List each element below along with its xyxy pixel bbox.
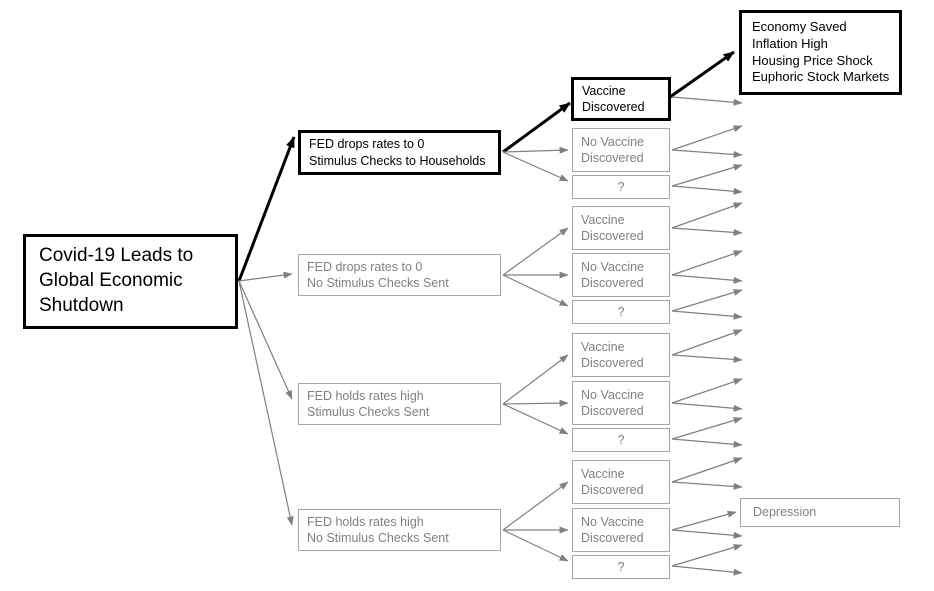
edges-policy4-to-states (502, 481, 569, 562)
edge-state-g2s2-outcome-down (671, 274, 743, 284)
edge-state-g4s3-outcome-down (671, 565, 743, 576)
policy-node-2[interactable]: FED drops rates to 0 No Stimulus Checks … (298, 254, 501, 296)
edge-state-g3s2-outcome-up (671, 378, 743, 404)
edges-root-to-policies (237, 136, 296, 526)
edge-state-g2s1-outcome-up (671, 202, 743, 229)
edge-state-g2s1-outcome-down (671, 227, 743, 236)
vaccine-state-g4-vaccine-discovered[interactable]: Vaccine Discovered (572, 460, 670, 504)
edge-state-g1s2-outcome-down (671, 149, 743, 158)
edge-policy2-state3 (502, 274, 569, 307)
edge-state-g3s3-outcome-down (671, 438, 743, 448)
vaccine-state-g3-vaccine-discovered-label: Vaccine Discovered (581, 339, 644, 370)
edge-root-policy-4 (238, 280, 294, 526)
edge-policy1-state3 (502, 151, 569, 182)
edge-state-g3s2-outcome-down (671, 402, 743, 412)
edge-state-g1s1-outcome-down (671, 96, 743, 106)
edge-state-g2s2-outcome-up (671, 250, 743, 276)
edge-state-g1s3-outcome-down (671, 185, 743, 195)
outcome-node-economy-saved-label: Economy Saved Inflation High Housing Pri… (752, 18, 890, 85)
root-node[interactable]: Covid-19 Leads to Global Economic Shutdo… (23, 234, 238, 329)
edge-policy3-state1 (502, 354, 569, 405)
vaccine-state-g4-no-vaccine-discovered-label: No Vaccine Discovered (581, 514, 644, 545)
edge-state-g4s1-outcome-down (671, 481, 743, 490)
vaccine-state-g3-no-vaccine-discovered[interactable]: No Vaccine Discovered (572, 381, 670, 425)
vaccine-state-g4-no-vaccine-discovered[interactable]: No Vaccine Discovered (572, 508, 670, 552)
vaccine-state-g4-unknown-label: ? (617, 559, 625, 574)
vaccine-state-g3-vaccine-discovered[interactable]: Vaccine Discovered (572, 333, 670, 377)
edge-policy1-state2 (502, 146, 569, 154)
outcome-node-depression[interactable]: Depression (740, 498, 900, 527)
vaccine-state-g4-unknown[interactable]: ? (572, 555, 670, 579)
edges-states-to-outcomes (669, 50, 743, 576)
edge-root-policy-2 (238, 271, 293, 282)
edge-state-g4s2-outcome-down (671, 529, 743, 539)
edge-policy3-state2 (502, 399, 569, 407)
edge-state-g3s1-outcome-up (671, 329, 743, 356)
edge-policy4-state3 (502, 529, 569, 562)
policy-node-1-label: FED drops rates to 0 Stimulus Checks to … (309, 137, 486, 168)
vaccine-state-g3-unknown[interactable]: ? (572, 428, 670, 452)
vaccine-state-g2-unknown-label: ? (617, 304, 625, 319)
policy-node-2-label: FED drops rates to 0 No Stimulus Checks … (307, 259, 449, 290)
edge-state-g3s1-outcome-down (671, 354, 743, 363)
outcome-node-economy-saved[interactable]: Economy Saved Inflation High Housing Pri… (739, 10, 902, 95)
edge-policy2-state1 (502, 227, 569, 276)
policy-node-1[interactable]: FED drops rates to 0 Stimulus Checks to … (298, 130, 501, 175)
vaccine-state-g4-vaccine-discovered-label: Vaccine Discovered (581, 466, 644, 497)
vaccine-state-g2-vaccine-discovered-label: Vaccine Discovered (581, 212, 644, 243)
policy-node-3[interactable]: FED holds rates high Stimulus Checks Sen… (298, 383, 501, 425)
vaccine-state-g2-no-vaccine-discovered-label: No Vaccine Discovered (581, 259, 644, 290)
vaccine-state-g3-unknown-label: ? (617, 432, 625, 447)
outcome-node-depression-label: Depression (753, 505, 817, 520)
edge-state-g2s3-outcome-down (671, 310, 743, 320)
edges-policy1-to-states (502, 101, 571, 182)
vaccine-state-g1-no-vaccine-discovered-label: No Vaccine Discovered (581, 134, 644, 165)
policy-node-4[interactable]: FED holds rates high No Stimulus Checks … (298, 509, 501, 551)
vaccine-state-g1-no-vaccine-discovered[interactable]: No Vaccine Discovered (572, 128, 670, 172)
root-node-label: Covid-19 Leads to Global Economic Shutdo… (39, 245, 194, 316)
edge-state-g4s1-outcome-up (671, 457, 743, 483)
edge-state-g4s2-outcome-depression (671, 510, 737, 531)
vaccine-state-g3-no-vaccine-discovered-label: No Vaccine Discovered (581, 387, 644, 418)
policy-node-4-label: FED holds rates high No Stimulus Checks … (307, 514, 449, 545)
edge-state-g4s3-outcome-up (671, 544, 743, 567)
vaccine-state-g2-vaccine-discovered[interactable]: Vaccine Discovered (572, 206, 670, 250)
edges-policy3-to-states (502, 354, 569, 435)
policy-node-3-label: FED holds rates high Stimulus Checks Sen… (307, 388, 430, 419)
edge-state-g2s3-outcome-up (671, 289, 743, 312)
edge-policy4-state1 (502, 481, 569, 531)
edge-state-g3s3-outcome-up (671, 417, 743, 440)
vaccine-state-g1-vaccine-discovered-label: Vaccine Discovered (582, 83, 645, 114)
vaccine-state-g1-unknown-label: ? (617, 179, 625, 194)
edge-state-g1s1-outcome-up (669, 50, 735, 99)
edges-policy2-to-states (502, 227, 569, 307)
edge-root-policy-1 (237, 136, 296, 282)
edge-policy1-state1 (502, 101, 571, 154)
edge-state-g1s2-outcome-up (671, 125, 743, 151)
edge-root-policy-3 (238, 280, 293, 400)
edge-state-g1s3-outcome-up (671, 164, 743, 187)
edge-policy3-state3 (502, 403, 569, 435)
vaccine-state-g1-vaccine-discovered[interactable]: Vaccine Discovered (571, 77, 671, 121)
vaccine-state-g1-unknown[interactable]: ? (572, 175, 670, 199)
vaccine-state-g2-no-vaccine-discovered[interactable]: No Vaccine Discovered (572, 253, 670, 297)
vaccine-state-g2-unknown[interactable]: ? (572, 300, 670, 324)
